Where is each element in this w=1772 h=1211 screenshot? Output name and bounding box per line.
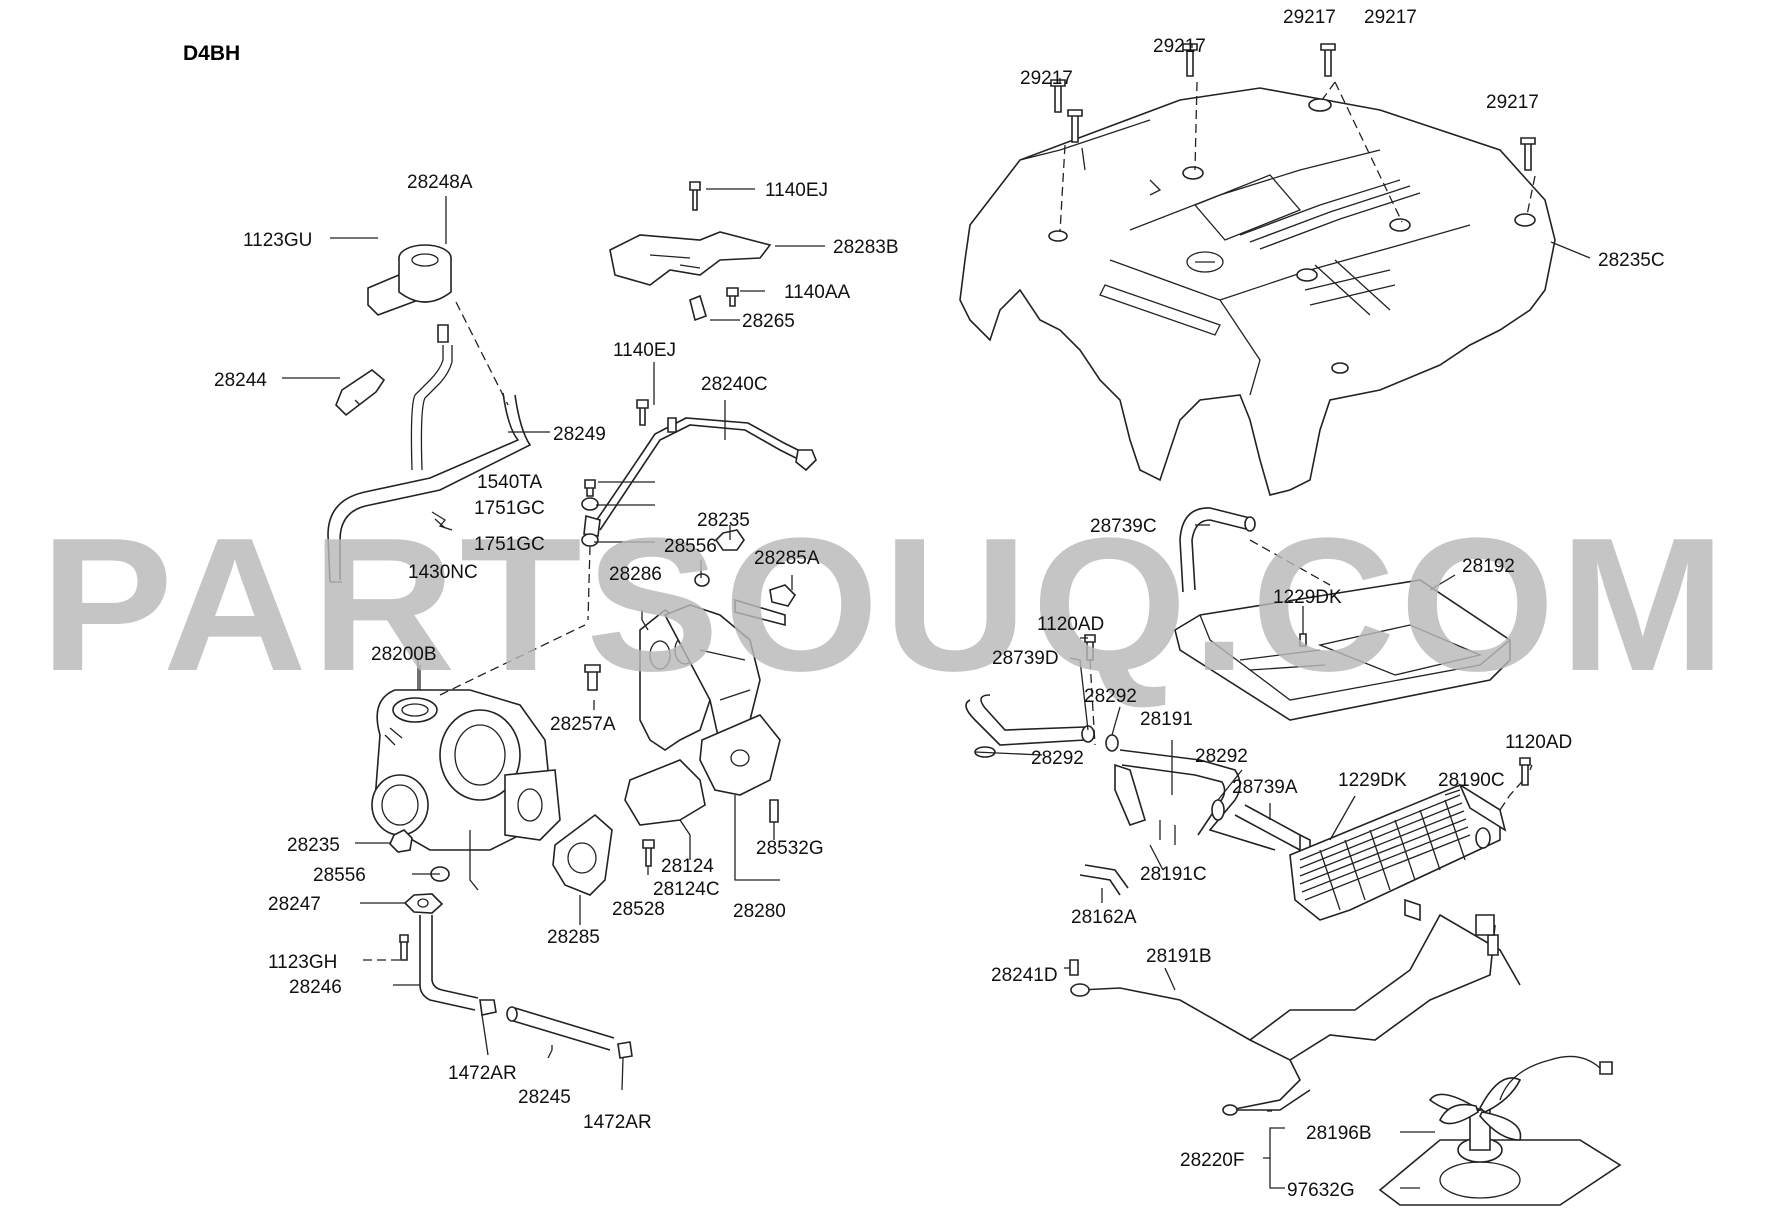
part-label-28292[interactable]: 28292 (1084, 686, 1137, 707)
part-label-28200B[interactable]: 28200B (371, 644, 437, 665)
intercooler-system-drawing (965, 507, 1622, 1206)
part-label-28739A[interactable]: 28739A (1232, 777, 1298, 798)
part-label-28244[interactable]: 28244 (214, 370, 267, 391)
part-number-labels[interactable]: 29217 29217 29217 29217 29217 28235C 282… (214, 7, 1665, 1201)
oil-pipe-28240C-drawing (431, 399, 817, 621)
part-label-29217[interactable]: 29217 (1283, 7, 1336, 28)
part-label-29217[interactable]: 29217 (1364, 7, 1417, 28)
part-label-28124C[interactable]: 28124C (653, 879, 720, 900)
part-label-28257A[interactable]: 28257A (550, 714, 616, 735)
part-label-28246[interactable]: 28246 (289, 977, 342, 998)
part-label-28283B[interactable]: 28283B (833, 237, 899, 258)
part-label-1472AR[interactable]: 1472AR (583, 1112, 652, 1133)
part-label-1540TA[interactable]: 1540TA (477, 472, 542, 493)
part-label-28528[interactable]: 28528 (612, 899, 665, 920)
bracket-28283B-drawing (609, 181, 772, 322)
cover-bolts-29217 (1050, 43, 1536, 233)
part-label-1120AD[interactable]: 1120AD (1037, 614, 1104, 635)
part-label-28191[interactable]: 28191 (1140, 709, 1193, 730)
part-label-1140AA[interactable]: 1140AA (784, 282, 851, 303)
part-label-29217[interactable]: 29217 (1486, 92, 1539, 113)
part-label-28739D[interactable]: 28739D (992, 648, 1059, 669)
part-label-1229DK[interactable]: 1229DK (1273, 587, 1342, 608)
turbo-small-parts (389, 829, 633, 1059)
part-label-28235C[interactable]: 28235C (1598, 250, 1665, 271)
part-label-28192[interactable]: 28192 (1462, 556, 1515, 577)
intercooler-fins (1299, 794, 1471, 911)
leader-lines (282, 44, 1591, 1189)
part-label-28285[interactable]: 28285 (547, 927, 600, 948)
part-label-28191C[interactable]: 28191C (1140, 864, 1207, 885)
part-label-28286[interactable]: 28286 (609, 564, 662, 585)
part-label-28241D[interactable]: 28241D (991, 965, 1058, 986)
part-label-1751GC[interactable]: 1751GC (474, 534, 545, 555)
part-label-28190C[interactable]: 28190C (1438, 770, 1505, 791)
hose-28249-drawing (327, 392, 532, 583)
part-label-29217[interactable]: 29217 (1020, 68, 1073, 89)
part-label-1123GU[interactable]: 1123GU (243, 230, 312, 251)
part-label-1751GC[interactable]: 1751GC (474, 498, 545, 519)
part-label-28124[interactable]: 28124 (661, 856, 714, 877)
part-label-28292[interactable]: 28292 (1195, 746, 1248, 767)
part-label-1229DK[interactable]: 1229DK (1338, 770, 1407, 791)
part-label-28196B[interactable]: 28196B (1306, 1123, 1372, 1144)
part-label-28556[interactable]: 28556 (313, 865, 366, 886)
part-label-28235[interactable]: 28235 (697, 510, 750, 531)
engine-cover-drawing (959, 87, 1556, 496)
part-label-29217[interactable]: 29217 (1153, 36, 1206, 57)
part-label-28285A[interactable]: 28285A (754, 548, 820, 569)
part-label-28247[interactable]: 28247 (268, 894, 321, 915)
part-label-28280[interactable]: 28280 (733, 901, 786, 922)
part-label-28292[interactable]: 28292 (1031, 748, 1084, 769)
part-label-28191B[interactable]: 28191B (1146, 946, 1212, 967)
part-label-28235[interactable]: 28235 (287, 835, 340, 856)
part-label-1430NC[interactable]: 1430NC (408, 562, 478, 583)
part-label-1472AR[interactable]: 1472AR (448, 1063, 517, 1084)
part-label-28245[interactable]: 28245 (518, 1087, 571, 1108)
part-label-97632G[interactable]: 97632G (1287, 1180, 1355, 1201)
part-label-1140EJ[interactable]: 1140EJ (765, 180, 828, 201)
part-label-28248A[interactable]: 28248A (407, 172, 473, 193)
part-label-28532G[interactable]: 28532G (756, 838, 824, 859)
part-label-28739C[interactable]: 28739C (1090, 516, 1157, 537)
part-label-28556[interactable]: 28556 (664, 536, 717, 557)
part-label-1120AD[interactable]: 1120AD (1505, 732, 1572, 753)
part-label-28220F[interactable]: 28220F (1180, 1150, 1244, 1171)
vacuum-actuator-drawing (335, 244, 509, 471)
part-label-28265[interactable]: 28265 (742, 311, 795, 332)
exhaust-manifold-drawing (552, 529, 797, 896)
part-label-1140EJ[interactable]: 1140EJ (613, 340, 676, 361)
part-label-28249[interactable]: 28249 (553, 424, 606, 445)
model-code-label: D4BH (183, 42, 240, 65)
turbocharger-drawing (371, 624, 586, 891)
watermark-text: PARTSOUQ.COM (40, 499, 1730, 711)
part-label-28240C[interactable]: 28240C (701, 374, 768, 395)
part-label-28162A[interactable]: 28162A (1071, 907, 1137, 928)
part-label-1123GH[interactable]: 1123GH (268, 952, 337, 973)
